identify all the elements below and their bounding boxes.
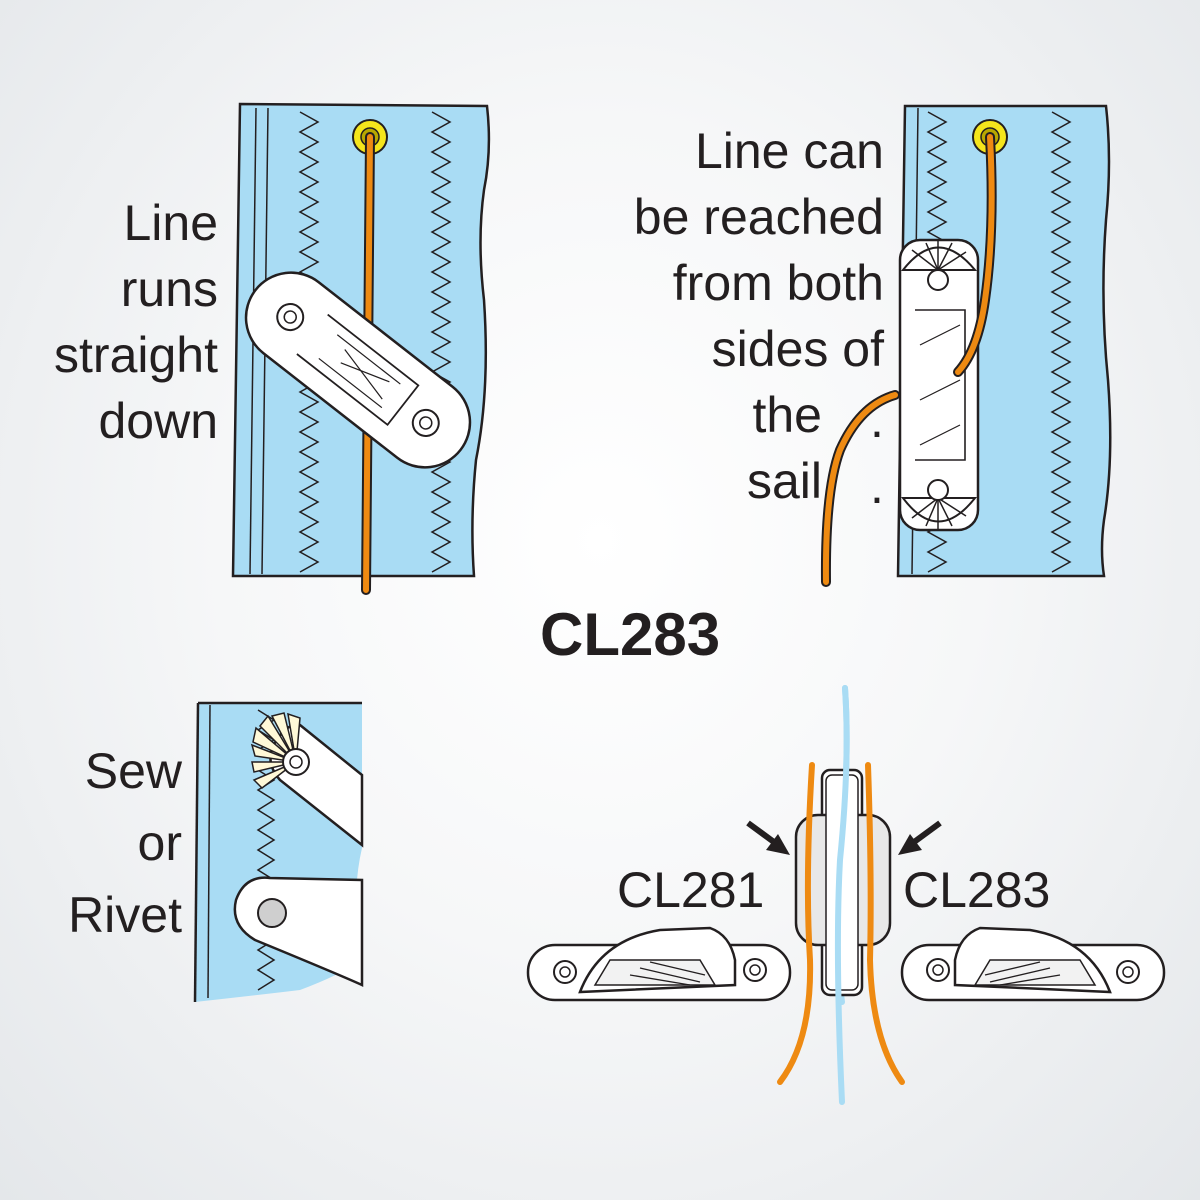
label-line: down [98, 393, 218, 449]
label-line: sail [746, 453, 822, 509]
cleat-diagonal [244, 271, 472, 469]
dot-mark: . [870, 458, 884, 514]
label-line-reached-both-sides: Line can be reached from both sides of t… [470, 118, 884, 514]
sail-panel-sew [193, 701, 364, 1003]
label-line: straight [54, 327, 218, 383]
sail-panel-reach [820, 104, 1112, 587]
label-line: Rivet [68, 887, 182, 943]
rivet [257, 898, 287, 928]
label-line: runs [120, 261, 218, 317]
label-line: sides of [711, 321, 884, 377]
label-line: the [752, 387, 822, 443]
label-cl283: CL283 [903, 862, 1051, 918]
comparison-diagram [526, 685, 1166, 1105]
label-line: Line [123, 195, 218, 251]
label-cl281: CL281 [617, 862, 765, 918]
label-line: Line can [694, 123, 884, 179]
label-line: be reached [633, 189, 884, 245]
model-title: CL283 [540, 601, 721, 668]
cleat-vertical [898, 238, 980, 532]
label-sew-or-rivet: Sew or Rivet [0, 735, 182, 951]
sail-panel-straight [231, 102, 491, 595]
label-line: Sew [84, 743, 182, 799]
dot-mark: . [870, 392, 884, 448]
cleat-cl283 [900, 926, 1166, 1002]
zigzag-stitch [1050, 111, 1072, 573]
label-line: or [137, 815, 182, 871]
cleat-cl281 [526, 926, 792, 1002]
label-line-runs-straight: Line runs straight down [0, 190, 218, 454]
label-line: from both [672, 255, 884, 311]
zigzag-stitch [430, 111, 452, 573]
